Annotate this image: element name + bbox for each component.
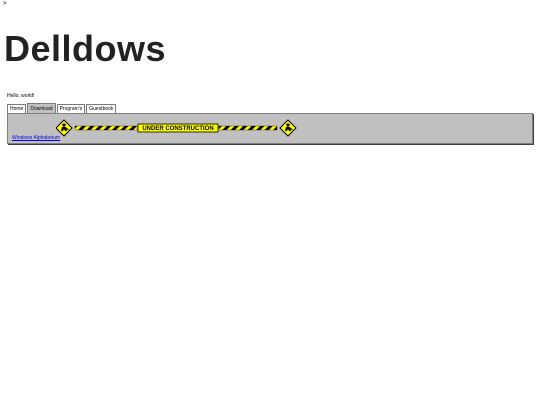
construction-label: UNDER CONSTRUCTION: [142, 126, 213, 132]
tab-guestbook[interactable]: Guestbook: [86, 104, 117, 113]
construction-label-box: [137, 123, 219, 133]
windows-alphabetum-link[interactable]: Windows Alphabetum: [12, 135, 61, 141]
page-title: Delldows: [4, 28, 167, 69]
under-construction-banner: UNDER CONSTRUCTION: [56, 119, 297, 137]
tab-home[interactable]: Home: [7, 104, 27, 113]
construction-worker-icon: [56, 119, 73, 137]
tab-programs[interactable]: Program's: [56, 104, 86, 113]
hazard-stripe-right: [218, 125, 278, 131]
tab-bar: Home Download Program's Guestbook: [7, 103, 117, 113]
tab-panel: UNDER CONSTRUCTION Windows Alphabetum: [7, 113, 533, 144]
greeting-text: Hello, world!: [7, 93, 35, 99]
hazard-stripe-left: [74, 125, 138, 131]
tab-download[interactable]: Download: [27, 103, 56, 113]
construction-worker-icon: [279, 119, 297, 137]
stray-mark: >: [3, 1, 7, 7]
